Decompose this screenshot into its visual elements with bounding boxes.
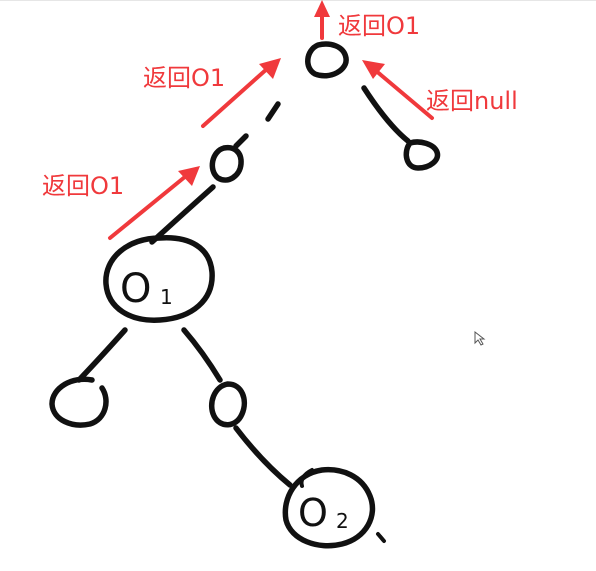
edge-to-o2 — [233, 425, 293, 488]
edge-root-right — [361, 85, 411, 144]
node-left-leaf — [49, 376, 109, 428]
edge-root-left-upper — [265, 101, 281, 122]
arrow-right-to-root — [362, 60, 434, 120]
o2-subscript: 2 — [336, 509, 349, 533]
o1-letter: O — [120, 266, 151, 312]
arrow-left-to-root — [201, 58, 281, 128]
mouse-cursor-icon — [474, 330, 486, 346]
node-middle — [208, 381, 248, 428]
node-o2-stroke — [299, 468, 314, 488]
arrow-o1-to-left — [108, 166, 200, 240]
node-left — [209, 144, 244, 183]
pen-mark — [376, 532, 386, 543]
edge-o1-left — [76, 327, 128, 383]
o2-letter: O — [298, 491, 328, 535]
top-border — [0, 0, 596, 1]
label-level1-return: 返回O1 — [143, 64, 226, 92]
o1-subscript: 1 — [160, 285, 173, 309]
arrow-root-up — [314, 0, 330, 40]
label-right-return: 返回null — [426, 87, 518, 115]
label-o1-return: 返回O1 — [42, 172, 125, 200]
node-o1-circle — [103, 235, 215, 323]
label-root-return: 返回O1 — [338, 12, 421, 40]
node-root — [305, 41, 349, 79]
edge-o1-right — [181, 327, 223, 383]
edge-root-left-lower — [233, 133, 249, 149]
node-o2-circle — [282, 466, 376, 549]
node-right — [403, 139, 441, 171]
